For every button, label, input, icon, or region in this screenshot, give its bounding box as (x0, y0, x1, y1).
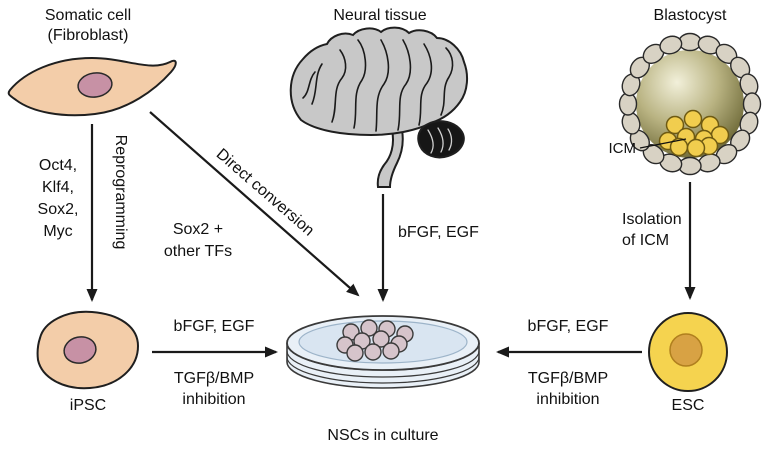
blastocyst-label: Blastocyst (654, 7, 727, 24)
nsc-cell (382, 342, 400, 360)
esc-arrow-bottom-line1: TGFβ/BMP (528, 370, 608, 387)
fibroblast-label: (Fibroblast) (48, 27, 129, 44)
isolation-line2: of ICM (622, 232, 669, 249)
trophoblast-cell (678, 156, 702, 176)
icm-label: ICM (609, 140, 637, 157)
brainstem (376, 129, 404, 188)
factor-klf4: Klf4, (42, 179, 74, 196)
fibroblast-nucleus (77, 72, 113, 98)
ipsc-arrow-bottom-line2: inhibition (182, 391, 245, 408)
reprogramming-label: Reprogramming (112, 135, 129, 250)
cerebellum-stripe (427, 129, 434, 154)
trophoblast-cell (618, 92, 638, 116)
trophoblast-cell (659, 35, 683, 55)
ipsc-arrow-top-label: bFGF, EGF (174, 318, 255, 335)
esc-cell-illustration (648, 312, 728, 392)
nsc-cell (364, 343, 382, 361)
ipsc-nucleus (63, 336, 97, 364)
blastocyst-illustration: ICM (609, 32, 762, 176)
direct-conversion-arrow (149, 111, 360, 297)
cerebellum-stripe (447, 128, 453, 151)
ipsc-label: iPSC (70, 397, 106, 414)
trophoblast-cell (742, 92, 762, 116)
esc-nucleus (669, 333, 703, 367)
direct-factors-line2: other TFs (164, 243, 232, 260)
gyrus-line (440, 47, 454, 116)
trophoblast-ring (618, 32, 762, 176)
gyrus-line (375, 39, 390, 132)
icm-cell (683, 109, 703, 129)
ipsc-arrow-bottom-line1: TGFβ/BMP (174, 370, 254, 387)
neural-tissue-label: Neural tissue (333, 7, 426, 24)
factor-oct4: Oct4, (39, 157, 77, 174)
nsc-cell (346, 344, 364, 362)
esc-arrow-bottom-line2: inhibition (536, 391, 599, 408)
gyrus-line (353, 39, 367, 129)
gyrus-line (397, 39, 412, 131)
icm-cell (665, 115, 685, 135)
gyrus-line (311, 63, 323, 105)
pathway-arrows (86, 111, 696, 358)
nsc-colony (336, 319, 414, 362)
ipsc-cell-illustration (36, 310, 140, 390)
dish-stack-line (286, 350, 480, 378)
dish-caption: NSCs in culture (327, 427, 438, 444)
dish-stack-line (286, 356, 480, 384)
gyrus-line (331, 49, 347, 123)
icm-pointer-line (639, 138, 687, 149)
direct-factors-line1: Sox2 + (173, 221, 223, 238)
icm-cell (686, 138, 706, 158)
fibroblast-cell-illustration (7, 56, 177, 117)
somatic-cell-label: Somatic cell (45, 7, 131, 24)
petri-dish-illustration (286, 315, 480, 389)
nsc-cell (372, 330, 390, 348)
inner-cell-mass (658, 109, 730, 158)
esc-label: ESC (672, 397, 705, 414)
esc-arrow-top-label: bFGF, EGF (528, 318, 609, 335)
cerebellum (417, 120, 465, 159)
brain-illustration (289, 26, 469, 188)
factor-myc: Myc (43, 223, 72, 240)
trophoblast-cell (678, 32, 702, 52)
gyrus-line (302, 71, 316, 99)
direct-conversion-label: Direct conversion (213, 146, 317, 240)
cerebellum-stripe (437, 127, 444, 153)
neural-arrow-label: bFGF, EGF (398, 224, 479, 241)
gyrus-line (418, 43, 433, 126)
isolation-line1: Isolation (622, 211, 682, 228)
factor-sox2: Sox2, (38, 201, 79, 218)
